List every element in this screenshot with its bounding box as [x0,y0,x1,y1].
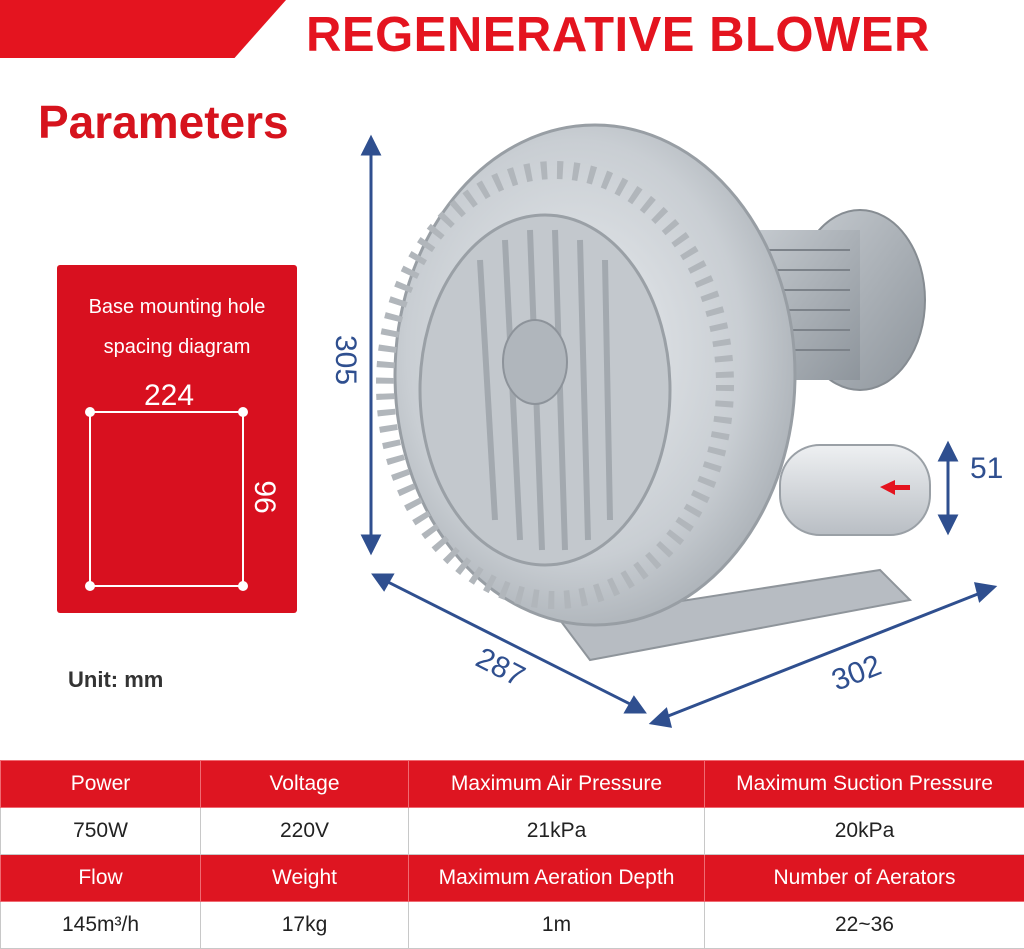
mounting-hole [85,407,95,417]
table-row: 145m³/h 17kg 1m 22~36 [1,902,1024,949]
spec-value-voltage: 220V [201,808,409,855]
spec-header-power: Power [1,761,201,808]
table-row: Flow Weight Maximum Aeration Depth Numbe… [1,855,1024,902]
table-row: Power Voltage Maximum Air Pressure Maxim… [1,761,1024,808]
page-title: REGENERATIVE BLOWER [306,6,1006,64]
spec-value-flow: 145m³/h [1,902,201,949]
housing-hub [503,320,567,404]
spec-header-number-of-aerators: Number of Aerators [705,855,1024,902]
mounting-hole [238,581,248,591]
spec-header-voltage: Voltage [201,761,409,808]
spec-table: Power Voltage Maximum Air Pressure Maxim… [0,760,1024,949]
mounting-diagram-card: Base mounting hole spacing diagram 224 9… [57,265,297,613]
section-title: Parameters [38,94,289,150]
dimension-height-label: 305 [329,335,362,385]
spec-header-flow: Flow [1,855,201,902]
mounting-hole [85,581,95,591]
spec-value-max-suction-pressure: 20kPa [705,808,1024,855]
dimension-outlet-label: 51 [970,452,1003,485]
hole-width-label: 224 [144,379,194,412]
hole-spacing-rect [90,412,243,586]
spec-header-max-air-pressure: Maximum Air Pressure [409,761,705,808]
spec-value-max-aeration-depth: 1m [409,902,705,949]
unit-label: Unit: mm [68,665,163,695]
spec-header-weight: Weight [201,855,409,902]
spec-header-max-suction-pressure: Maximum Suction Pressure [705,761,1024,808]
hole-height-label: 96 [248,480,281,513]
banner-accent-bar [0,0,286,58]
mounting-hole [238,407,248,417]
spec-value-weight: 17kg [201,902,409,949]
hole-spacing-diagram: 224 96 [57,265,297,613]
spec-header-max-aeration-depth: Maximum Aeration Depth [409,855,705,902]
spec-value-number-of-aerators: 22~36 [705,902,1024,949]
blower-product-image: 305 287 302 51 [320,100,1010,740]
spec-value-max-air-pressure: 21kPa [409,808,705,855]
table-row: 750W 220V 21kPa 20kPa [1,808,1024,855]
dimension-width-label: 302 [827,649,886,698]
spec-value-power: 750W [1,808,201,855]
